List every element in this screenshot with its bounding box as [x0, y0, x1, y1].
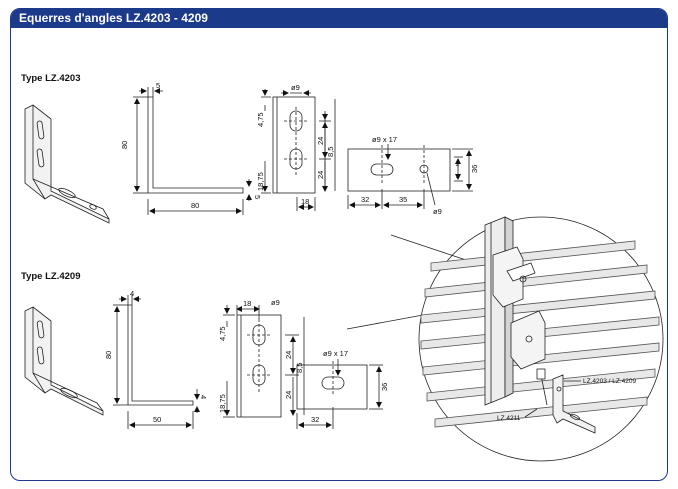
dim-4203-edge-bottom: 18,75: [256, 172, 265, 191]
dim-4209-depth: 18: [243, 299, 251, 308]
dim-4209-slot-offset: 32: [311, 415, 319, 424]
dim-4209-slot: ø9 x 17: [323, 349, 348, 358]
dim-4203-foot: 5: [253, 195, 262, 199]
dim-4203-hole-dia2: ø9: [433, 207, 442, 216]
dim-4203-thickness: 5: [156, 81, 160, 90]
dim-4209-total: 8,5: [295, 363, 304, 373]
technical-drawings: 5 80 80 5 ø9 4,75 24 24 8,5 18,75 18 ø9 …: [24, 81, 664, 462]
bracket-3d-lz4203: [24, 104, 110, 224]
dim-4209-edge-bottom: 18,75: [218, 394, 227, 413]
installation-detail: [346, 216, 664, 462]
dim-4203-small2: 4: [456, 175, 459, 181]
dim-4203-depth: 18: [301, 197, 309, 206]
front-view-lz4203: [261, 89, 336, 211]
dim-4203-hole-offset: 35: [399, 195, 407, 204]
dim-4209-hole-dia: ø9: [271, 298, 280, 307]
dim-4203-pitch2: 24: [316, 171, 325, 179]
dim-4203-width: 80: [191, 201, 199, 210]
dim-4203-pitch1: 24: [316, 137, 325, 145]
top-view-lz4203: [347, 144, 473, 209]
dim-4209-foot: 4: [199, 395, 208, 399]
dim-4209-width: 50: [153, 415, 161, 424]
dim-4203-slot: ø9 x 17: [372, 135, 397, 144]
dim-4209-height: 80: [104, 351, 113, 359]
bracket-3d-lz4209: [24, 306, 104, 416]
dim-4203-small1: 4: [456, 163, 459, 169]
callout-lz4211: LZ.4211: [497, 415, 521, 422]
dim-4203-edge-top: 4,75: [256, 112, 265, 127]
dim-4203-slot-offset: 32: [361, 195, 369, 204]
dim-4203-total: 8,5: [326, 147, 335, 157]
product-sheet: Equerres d'angles LZ.4203 - 4209 Type LZ…: [10, 8, 668, 481]
dim-4209-thickness: 4: [130, 289, 134, 298]
front-view-lz4209: [223, 305, 305, 418]
dim-4203-side: 36: [470, 165, 479, 173]
side-profile-lz4209: [113, 295, 200, 429]
type-label-lz4209: Type LZ.4209: [21, 271, 81, 282]
dim-4203-height: 80: [120, 141, 129, 149]
page-title: Equerres d'angles LZ.4203 - 4209: [11, 9, 667, 28]
dim-4209-edge-top: 4,75: [218, 326, 227, 341]
side-profile-lz4203: [133, 87, 252, 215]
dim-4209-pitch2: 24: [284, 391, 293, 399]
dim-4209-side: 36: [380, 383, 389, 391]
callout-lz4203-lz4209: LZ.4203 / LZ.4209: [583, 378, 637, 385]
dim-4209-pitch1: 24: [284, 351, 293, 359]
dim-4203-hole-dia: ø9: [291, 83, 300, 92]
top-view-lz4209: [296, 359, 383, 429]
type-label-lz4203: Type LZ.4203: [21, 73, 81, 84]
